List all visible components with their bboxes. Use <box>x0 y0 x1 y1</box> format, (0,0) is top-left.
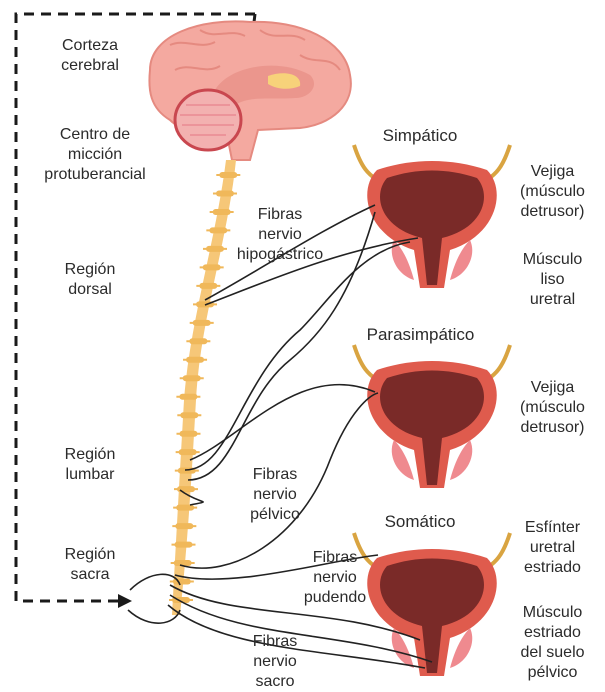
label-cortex: Corteza cerebral <box>35 36 145 76</box>
hypogastric-nerve-3 <box>185 242 410 470</box>
label-urethral-smooth-muscle: Músculo liso uretral <box>505 250 600 310</box>
title-somatic: Somático <box>360 512 480 532</box>
label-pontine-center: Centro de micción protuberancial <box>20 125 170 185</box>
label-parasympathetic-bladder: Vejiga (músculo detrusor) <box>505 378 600 438</box>
bladder <box>354 145 510 288</box>
label-sympathetic-bladder: Vejiga (músculo detrusor) <box>505 162 600 222</box>
label-sacral-fibers: Fibras nervio sacro <box>225 632 325 692</box>
title-sympathetic: Simpático <box>355 126 485 146</box>
bladder <box>354 345 510 488</box>
brain-illustration <box>149 21 350 160</box>
label-sacral-region: Región sacra <box>40 545 140 585</box>
title-parasympathetic: Parasimpático <box>338 325 503 345</box>
label-pelvic-fibers: Fibras nervio pélvico <box>225 465 325 525</box>
label-pudendal-fibers: Fibras nervio pudendo <box>285 548 385 608</box>
sacral-arrowhead <box>118 594 132 608</box>
cerebellum <box>175 90 241 150</box>
label-hypogastric-fibers: Fibras nervio hipogástrico <box>220 205 340 265</box>
label-lumbar-region: Región lumbar <box>40 445 140 485</box>
label-dorsal-region: Región dorsal <box>40 260 140 300</box>
label-striated-sphincter: Esfínter uretral estriado <box>505 518 600 578</box>
label-pelvic-floor-muscle: Músculo estriado del suelo pélvico <box>505 603 600 683</box>
